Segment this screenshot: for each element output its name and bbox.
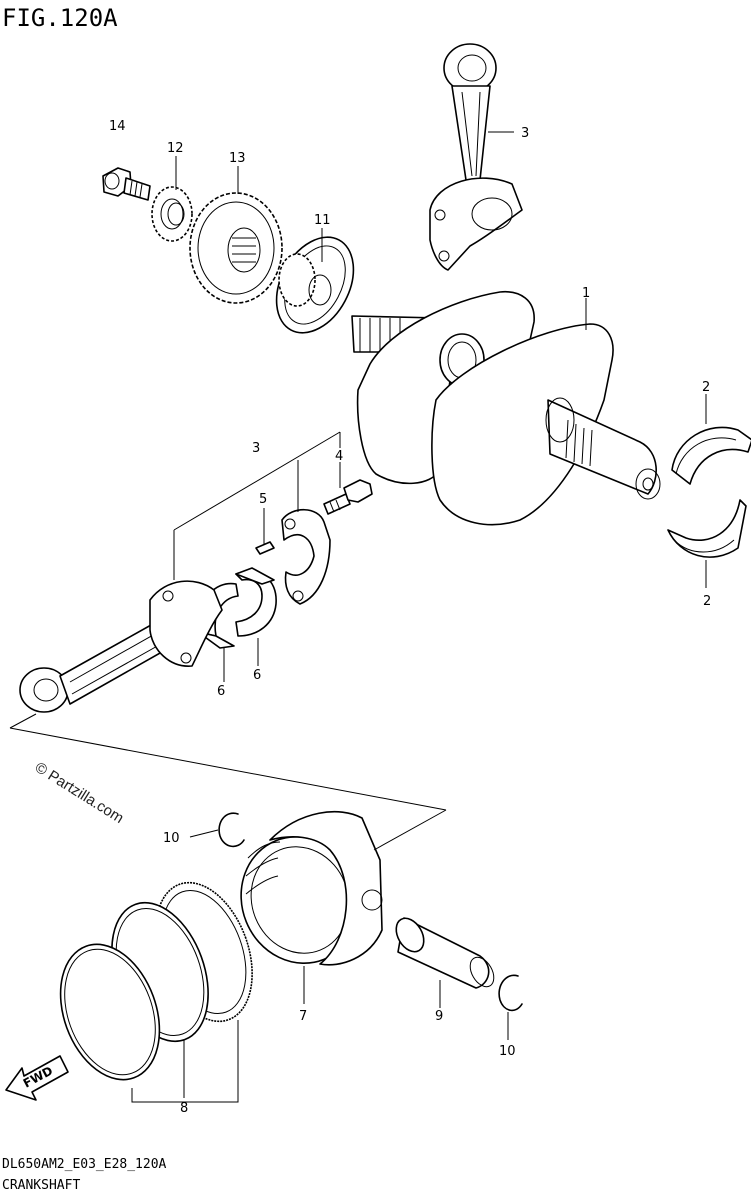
callout-10-lower: 10 (499, 1044, 516, 1059)
watermark: © Partzilla.com (32, 759, 127, 827)
figure-caption: CRANKSHAFT (2, 1178, 80, 1193)
part-3-connecting-rod-lower[interactable] (19, 580, 223, 713)
callout-5: 5 (259, 492, 267, 507)
callout-3-lower: 3 (252, 441, 260, 456)
callout-2-lower: 2 (703, 594, 711, 609)
part-5-pin[interactable] (255, 541, 275, 555)
part-10-circlip-lower[interactable] (498, 974, 523, 1012)
callout-14: 14 (109, 119, 126, 134)
part-11-gear-washer[interactable] (261, 224, 369, 346)
part-14-bolt[interactable] (102, 167, 151, 201)
callout-9: 9 (435, 1009, 443, 1024)
callout-10-upper: 10 (163, 831, 180, 846)
callout-3-top: 3 (521, 126, 529, 141)
callout-13: 13 (229, 151, 246, 166)
figure-code: DL650AM2_E03_E28_120A (2, 1157, 167, 1172)
callout-1: 1 (582, 286, 590, 301)
part-6-bearing-right[interactable] (235, 567, 277, 637)
part-2-bearing-lower[interactable] (667, 499, 747, 558)
part-3-rod-cap[interactable] (281, 508, 331, 605)
callout-7: 7 (299, 1009, 307, 1024)
part-10-circlip-upper[interactable] (218, 812, 245, 848)
callout-12: 12 (167, 141, 184, 156)
fwd-arrow-icon: FWD (5, 1055, 69, 1101)
part-1-crankshaft[interactable] (351, 291, 661, 526)
callout-11: 11 (314, 213, 331, 228)
callout-4: 4 (335, 449, 343, 464)
assembly-lines (9, 431, 447, 1103)
part-12-gear-small[interactable] (151, 186, 193, 242)
part-4-bolt[interactable] (323, 479, 373, 515)
part-7-piston[interactable] (222, 810, 383, 981)
figure-title: FIG.120A (2, 4, 118, 32)
callout-leaders (175, 131, 707, 1040)
callout-2-upper: 2 (702, 380, 710, 395)
callout-8: 8 (180, 1101, 188, 1116)
part-8-piston-rings[interactable] (43, 869, 270, 1093)
callout-6-left: 6 (217, 684, 225, 699)
part-13-gear-large[interactable] (189, 192, 283, 304)
callout-6-right: 6 (253, 668, 261, 683)
part-3-connecting-rod-top[interactable] (429, 43, 523, 271)
part-9-piston-pin[interactable] (391, 913, 499, 990)
part-2-bearing-upper[interactable] (671, 426, 751, 485)
